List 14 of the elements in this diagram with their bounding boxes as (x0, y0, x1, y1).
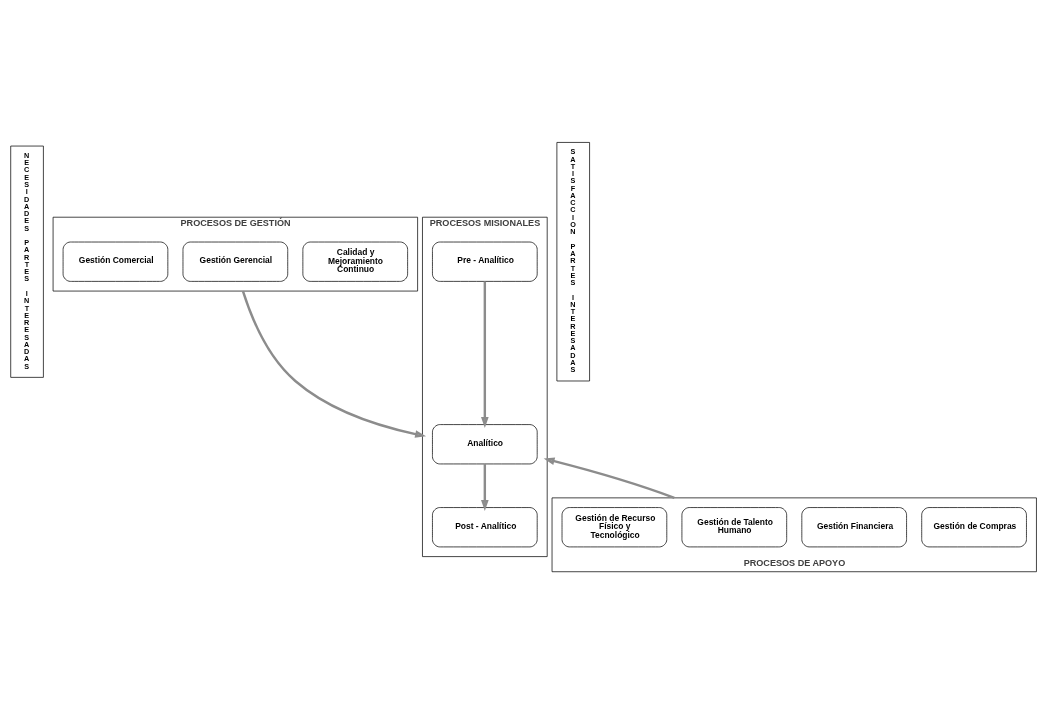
arrow (543, 457, 675, 499)
arrow (481, 464, 489, 511)
node-box: Gestión de Recurso Físico y Tecnológico (561, 507, 668, 548)
node-box: Gestión Financiera (801, 507, 907, 548)
node-box: Analítico (432, 424, 538, 465)
node-box: Pre - Analítico (432, 241, 538, 282)
node-box: Gestión Comercial (62, 241, 169, 282)
node-box: Post - Analítico (432, 507, 538, 548)
node-box: Gestión de Compras (921, 507, 1027, 548)
arrow (481, 281, 489, 429)
node-box: Gestión Gerencial (182, 241, 289, 282)
arrow (241, 290, 427, 438)
node-box: Gestión de Talento Humano (681, 507, 788, 548)
node-box: Calidad y Mejoramiento Continuo (302, 241, 408, 282)
